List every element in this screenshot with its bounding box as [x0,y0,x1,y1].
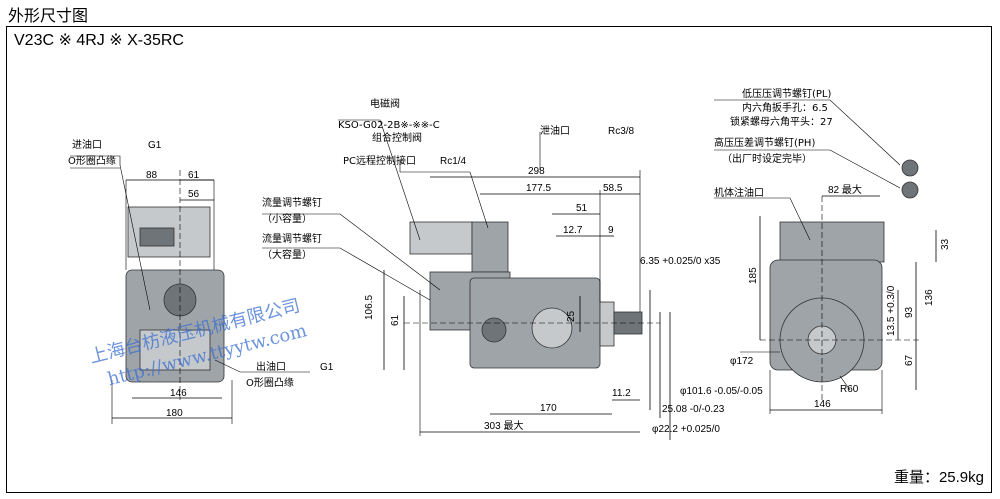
model-code: V23C ※ 4RJ ※ X-35RC [14,32,184,49]
hex-wrench-label: 内六角扳手孔：6.5 [742,101,828,114]
flow-screw-small-note: （小容量） [262,212,312,225]
ph-screw-symbol [901,181,919,199]
flow-screw-large-label: 流量调节螺钉 [262,232,322,245]
side-inlet-flange [531,307,573,349]
dim-146-rear: 146 [814,399,831,410]
side-mount-flange [599,301,615,347]
dim-177-5: 177.5 [526,183,551,194]
rear-view [714,99,937,414]
inlet-flange-label: O形圈凸缘 [68,154,116,167]
dim-82: 82 最大 [828,183,862,196]
key-dimension: 6.35 +0.025/0 x35 [640,256,721,267]
high-pressure-screw-label: 高压压差调节螺钉(PH) [714,136,815,149]
outlet-leader [214,359,310,373]
dim-88: 88 [146,170,158,181]
rear-control-block [779,221,885,263]
page-heading: 外形尺寸图 [8,6,89,25]
drain-port-label: 泄油口 [540,124,570,137]
dim-22-2: φ22.2 +0.025/0 [652,424,720,435]
dim-172: φ172 [730,356,754,367]
flow-screw-large-leader [262,247,431,301]
ph-screw-leader [714,149,901,189]
r60-leader [839,375,851,391]
dim-25-08: 25.08 -0/-0.23 [662,404,725,415]
outlet-port-label: 出油口 [256,360,286,373]
factory-setting-label: （出厂时设定完毕） [722,152,812,165]
dim-136: 136 [924,289,935,306]
flow-screw-large-note: （大容量） [262,248,312,261]
solenoid-model: KSO-G02-2B※-※※-C [338,120,440,131]
body-fill-port-label: 机体注油口 [714,186,764,199]
drawing-frame [6,26,992,493]
dim-303: 303 最大 [484,419,523,432]
drain-port-size: Rc3/8 [608,126,635,137]
dim-298: 298 [528,166,545,177]
front-nameplate [139,329,211,371]
low-pressure-screw-label: 低压压调节螺钉(PL) [742,87,832,100]
inlet-port-label: 进油口 [72,138,102,151]
dim-146-front: 146 [170,388,187,399]
weight-label: 重量：25.9kg [893,469,984,486]
dim-9: 9 [608,225,614,236]
outlet-port-size: G1 [320,362,334,373]
side-outlet-port [481,317,507,343]
side-solenoid [409,221,473,255]
dim-51: 51 [576,203,588,214]
dim-61-side: 61 [390,314,401,326]
dim-185: 185 [748,267,759,284]
inlet-port-size: G1 [148,140,162,151]
dim-61: 61 [188,170,200,181]
solenoid-valve-label: 电磁阀 [370,97,400,110]
radius-60: R60 [840,384,859,395]
dim-106-5: 106.5 [364,295,375,320]
fill-port-leader [714,197,811,241]
pc-port-leader [399,160,489,229]
pc-port-size: Rc1/4 [440,156,467,167]
dim-101-6: φ101.6 -0.05/-0.05 [680,386,763,397]
flow-screw-small-label: 流量调节螺钉 [262,196,322,209]
side-shaft [613,311,643,335]
solenoid-leader [338,119,421,241]
combined-valve-label: 组合控制阀 [372,131,422,144]
lock-nut-label: 锁紧螺母六角平头：27 [730,115,833,128]
dim-67: 67 [904,354,915,366]
front-solenoid [139,227,175,247]
dim-25: 25 [566,310,577,322]
dim-13-5: 13.5 +0.3/0 [886,285,897,336]
flow-screw-small-leader [262,213,441,291]
dim-11-2: 11.2 [612,388,631,399]
side-valve-block [471,221,509,273]
inlet-leader [70,155,151,311]
dim-93: 93 [904,306,915,318]
dim-12-7: 12.7 [563,225,583,236]
pl-screw-symbol [901,159,919,177]
front-view [70,155,310,424]
dim-58-5: 58.5 [603,183,623,194]
outlet-flange-label: O形圈凸缘 [246,376,294,389]
pl-screw-leader [714,99,901,166]
side-view [262,119,671,440]
dim-180: 180 [166,408,183,419]
dim-170: 170 [540,403,557,414]
dim-56: 56 [188,189,200,200]
pc-port-label: PC远程控制接口 [343,154,416,167]
dim-33: 33 [940,238,951,250]
